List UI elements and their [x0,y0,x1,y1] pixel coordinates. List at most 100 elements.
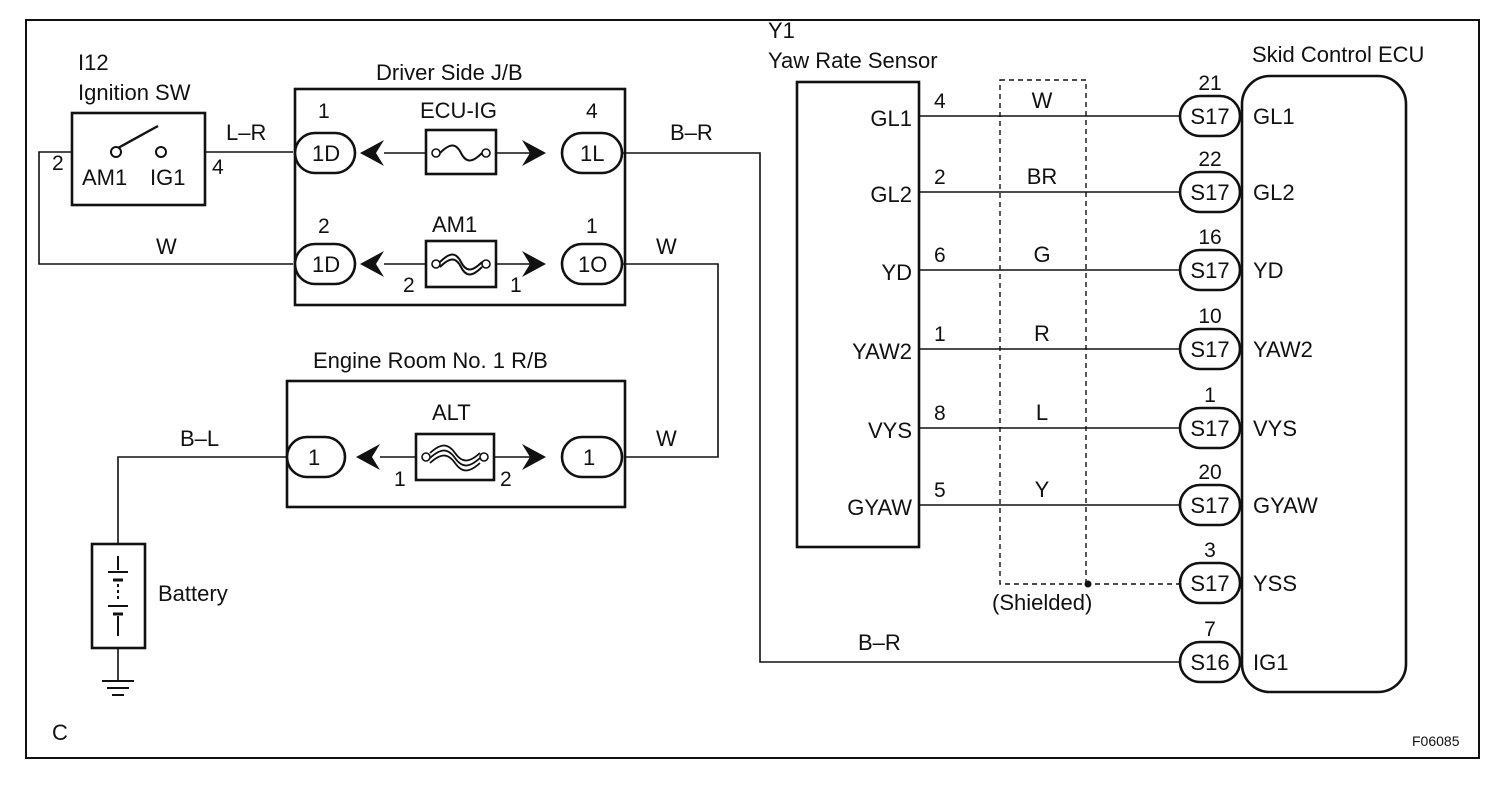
ignition-switch-code: I12 [78,50,109,75]
ecu-connector-s17 [1178,561,1242,605]
ecu-connector-label: S17 [1190,493,1229,518]
ecu-pin-number: 1 [1204,384,1216,407]
ignition-terminal-ig1: IG1 [150,165,185,190]
wire-jb-to-ecu [622,152,1180,663]
ecu-ig1-wire-label: B–R [858,630,901,655]
ecu-pin-number: 20 [1198,461,1221,484]
yaw-sensor-name: Yaw Rate Sensor [768,48,938,73]
fuse-alt-pin-left: 1 [394,468,406,491]
sensor-pin-number: 6 [934,244,946,267]
ecu-pin-number: 10 [1198,305,1221,328]
sensor-pin-number: 1 [934,323,946,346]
sensor-pin-number: 4 [934,90,946,113]
ecu-connector-s17 [1178,248,1242,292]
sensor-pin-label-yaw2: YAW2 [852,339,912,364]
yaw-sensor-code: Y1 [768,18,795,43]
ecu-connector-s17 [1178,94,1242,138]
wire-color-label: G [1033,242,1050,267]
switch-contact-icon [117,124,159,150]
driver-jb-title: Driver Side J/B [376,60,523,85]
wire-color-label: BR [1027,164,1058,189]
connector-1d-top-label: 1D [312,141,340,166]
wire-label-w-rb: W [656,426,677,451]
ecu-box [1240,74,1408,694]
wire-color-label: Y [1035,477,1050,502]
fuse-alt-pin-right: 2 [500,468,512,491]
ecu-connector-label: S17 [1190,180,1229,205]
wire-color-label: W [1032,88,1053,113]
ecu-connector-label: S17 [1190,416,1229,441]
ignition-switch-box [70,111,207,207]
sensor-pin-label-gyaw: GYAW [847,495,912,520]
ecu-pin-number: 21 [1198,72,1221,95]
wire-am1-feed [38,151,293,265]
shield-junction-dot [1084,580,1092,588]
driver-jb-pin-1-right: 1 [586,215,598,238]
ground-icon [102,680,134,696]
fuse-am1-pin-right: 1 [510,274,522,297]
ecu-connector-label: S17 [1190,571,1229,596]
fuse-ecu-ig [424,128,498,176]
connector-1o-label: 1O [578,252,607,277]
fuse-ecu-ig-label: ECU-IG [420,98,497,123]
yaw-sensor-box [795,80,921,549]
driver-jb-box [293,87,627,307]
ecu-connector-label: S17 [1190,104,1229,129]
terminal-arrow-icon [356,444,380,470]
wire-battery-feed [117,456,287,544]
fuse-am1-pin-left: 2 [403,274,415,297]
ecu-pin-label-ig1: IG1 [1253,650,1288,675]
engine-rb-box [285,379,627,509]
driver-jb-pin-4: 4 [586,100,598,123]
ecu-pin-label-gyaw: GYAW [1253,493,1318,518]
wire-label-b-l: B–L [180,426,219,451]
ignition-pin-2: 2 [52,152,64,175]
ecu-pin-number: 3 [1204,539,1216,562]
sensor-pin-label-vys: VYS [868,418,912,443]
connector-1l-label: 1L [580,141,604,166]
terminal-arrow-icon [522,140,546,166]
ecu-pin-label-gl2: GL2 [1253,180,1295,205]
ecu-connector-s17 [1178,170,1242,214]
wire-label-w-jb: W [656,234,677,259]
skid-control-ecu: Skid Control ECU S1721GL1S1722GL2S1716YD… [1178,42,1424,694]
connector-1d-bottom-label: 1D [312,252,340,277]
terminal-arrow-icon [522,251,546,277]
ecu-connector-label: S16 [1190,650,1229,675]
ecu-connector-s17 [1178,327,1242,371]
ignition-terminal-am1: AM1 [82,165,127,190]
engine-room-rb: Engine Room No. 1 R/B 1 1 ALT 2 1 [285,348,627,509]
sensor-pin-label-yd: YD [881,260,912,285]
ecu-pin-number: 22 [1198,148,1221,171]
yaw-rate-sensor: Y1 Yaw Rate Sensor GL14GL22YD6YAW21VYS8G… [768,18,946,549]
figure-code: F06085 [1412,733,1460,749]
sensor-pin-label-gl2: GL2 [870,182,912,207]
ecu-pin-label-gl1: GL1 [1253,104,1295,129]
wire-am1-to-rb [622,263,719,458]
battery: Battery [90,542,228,696]
fusible-link-icon [429,444,481,472]
fuse-am1-label: AM1 [432,212,477,237]
sensor-pin-number: 2 [934,166,946,189]
driver-jb-pin-1: 1 [318,100,330,123]
terminal-arrow-icon [522,444,546,470]
connector-1d-top [293,131,357,175]
wire-label-b-r-top: B–R [670,120,713,145]
ecu-connector-s17 [1178,483,1242,527]
ecu-pin-label-yaw2: YAW2 [1253,337,1313,362]
wire-color-label: L [1036,400,1048,425]
sensor-pin-number: 5 [934,479,946,502]
fuse-alt-label: ALT [432,400,471,425]
ignition-switch: I12 Ignition SW AM1 IG1 2 4 [52,50,224,207]
ecu-pin-number: 16 [1198,226,1221,249]
fusible-link-icon [439,253,483,276]
connector-rb-right [560,435,624,479]
fuse-icon [439,144,483,162]
ecu-pin-number: 7 [1204,618,1216,641]
diagram-id: C [52,720,68,745]
diagram-frame [25,19,1480,759]
ecu-connector-s17 [1178,406,1242,450]
ecu-connector-s16 [1178,640,1242,684]
connector-1d-bottom [293,242,357,286]
